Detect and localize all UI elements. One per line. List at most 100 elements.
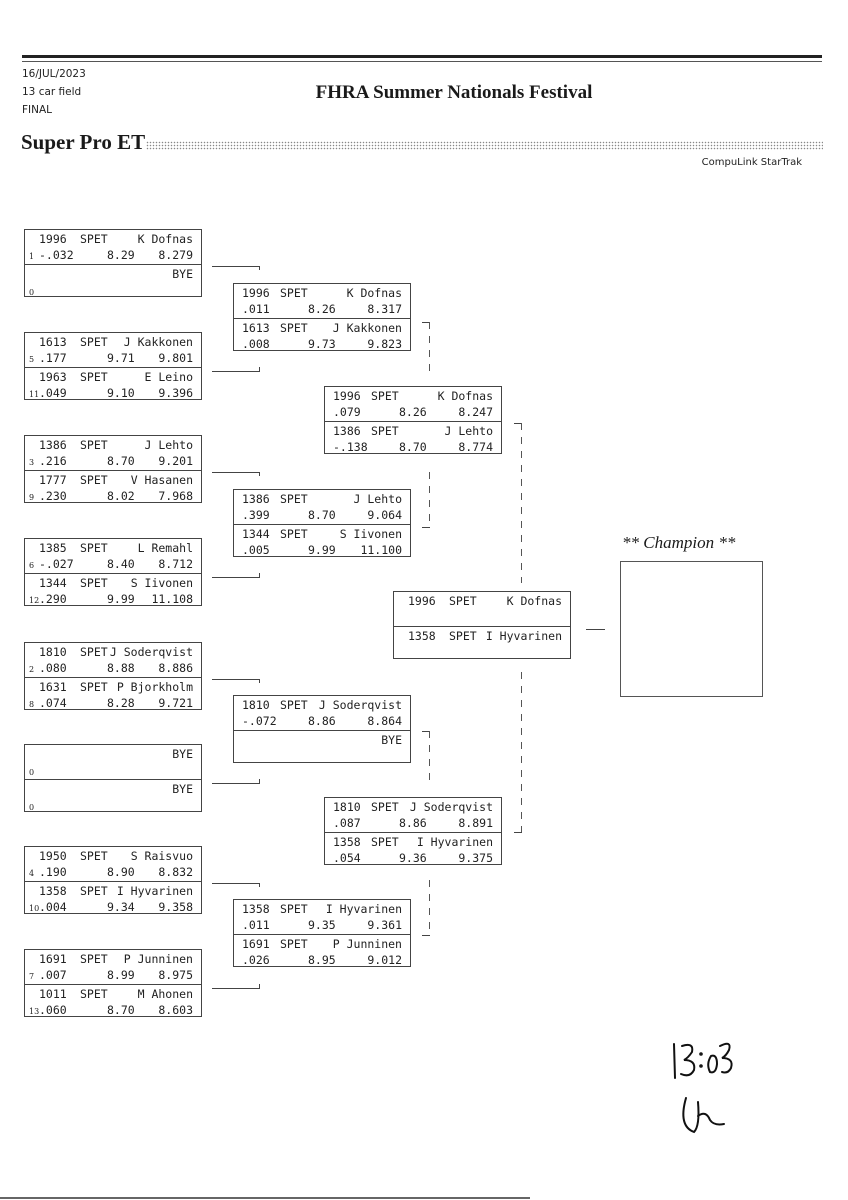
car-number: 1386 xyxy=(333,424,361,438)
driver-name: J Soderqvist xyxy=(318,698,402,712)
header-rule-thin xyxy=(22,61,822,62)
bracket-connector xyxy=(259,266,260,270)
class-code: SPET xyxy=(80,473,108,487)
header-rule-thick xyxy=(22,55,822,58)
driver-name: K Dofnas xyxy=(346,286,402,300)
bracket-slot[interactable]: BYE xyxy=(234,730,410,765)
handwritten-initials-icon xyxy=(682,1097,725,1134)
reaction-time: .007 xyxy=(39,968,67,982)
dial-in: 9.10 xyxy=(107,386,135,400)
car-number: 1810 xyxy=(242,698,270,712)
driver-name: I Hyvarinen xyxy=(116,884,193,898)
class-code: SPET xyxy=(371,389,399,403)
bracket-dashed-connector xyxy=(521,423,522,583)
reaction-time: .399 xyxy=(242,508,270,522)
class-code: SPET xyxy=(280,937,308,951)
bracket-connector xyxy=(212,472,259,473)
brand-label: CompuLink StarTrak xyxy=(701,157,802,168)
dial-in: 8.99 xyxy=(107,968,135,982)
bye-label: BYE xyxy=(172,747,193,761)
bye-label: BYE xyxy=(381,733,402,747)
bracket-connector xyxy=(212,266,259,267)
car-number: 1386 xyxy=(242,492,270,506)
slot-line-1: BYE xyxy=(25,781,201,797)
class-code: SPET xyxy=(371,424,399,438)
bye-label: BYE xyxy=(172,267,193,281)
dial-in: 9.35 xyxy=(308,918,336,932)
bracket-connector xyxy=(514,832,522,833)
class-code: SPET xyxy=(280,902,308,916)
dial-in: 9.34 xyxy=(107,900,135,914)
class-code: SPET xyxy=(280,286,308,300)
class-code: SPET xyxy=(280,698,308,712)
driver-name: S Iivonen xyxy=(130,576,193,590)
dial-in: 9.71 xyxy=(107,351,135,365)
class-code: SPET xyxy=(371,835,399,849)
reaction-time: .190 xyxy=(39,865,67,879)
reaction-time: .026 xyxy=(242,953,270,967)
reaction-time: .011 xyxy=(242,302,270,316)
class-code: SPET xyxy=(80,370,108,384)
reaction-time: .230 xyxy=(39,489,67,503)
car-number: 1996 xyxy=(39,232,67,246)
bracket-connector xyxy=(212,988,259,989)
class-code: SPET xyxy=(80,576,108,590)
elapsed-time: 9.823 xyxy=(367,337,402,351)
class-code: SPET xyxy=(449,629,477,643)
reaction-time: .216 xyxy=(39,454,67,468)
bracket-dashed-connector xyxy=(429,472,430,527)
bracket-connector xyxy=(422,527,430,528)
elapsed-time: 11.100 xyxy=(360,543,402,557)
reaction-time: .054 xyxy=(333,851,361,865)
driver-name: J Kakkonen xyxy=(123,335,193,349)
